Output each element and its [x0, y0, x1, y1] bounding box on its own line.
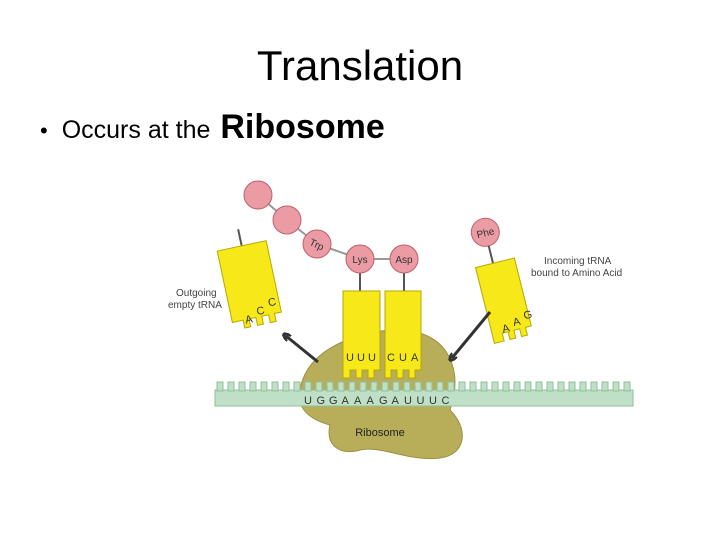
amino-acid-label: Asp [395, 255, 413, 266]
mrna-tooth [612, 381, 620, 392]
mrna-base: G [379, 395, 388, 407]
trna-asp: Asp C U A [384, 244, 422, 379]
mrna-tooth [293, 381, 301, 392]
anticodon-base: U [368, 352, 376, 364]
mrna-tooth [502, 381, 510, 392]
mrna-tooth [249, 381, 257, 392]
mrna-base: U [417, 395, 425, 407]
amino-acid-lys [345, 244, 375, 274]
bullet-point: • Occurs at the Ribosome [40, 108, 385, 147]
mrna-tooth [447, 381, 455, 392]
mrna-tooth [216, 381, 224, 392]
anticodon-base: G [522, 309, 533, 323]
mrna-tooth [359, 381, 367, 392]
mrna-base: C [442, 395, 450, 407]
mrna-base: U [429, 395, 437, 407]
anticodon-base: U [399, 352, 407, 364]
mrna-base: A [354, 395, 362, 407]
mrna-tooth [370, 381, 378, 392]
outgoing-trna: A C C [216, 229, 282, 329]
bullet-marker: • [40, 118, 48, 143]
mrna-tooth [568, 381, 576, 392]
mrna-tooth [414, 381, 422, 392]
amino-acid [243, 180, 273, 210]
bullet-text: Occurs at the [61, 116, 211, 144]
outgoing-label-line1: Outgoing [176, 288, 217, 299]
mrna-tooth [425, 381, 433, 392]
incoming-label-line2: bound to Amino Acid [531, 268, 622, 279]
mrna-base: A [342, 395, 350, 407]
anticodon-base: A [244, 313, 254, 326]
mrna-tooth [535, 381, 543, 392]
polypeptide-chain: Trp [243, 180, 404, 260]
ribosome-label: Ribosome [355, 427, 405, 439]
amino-acid-trp [302, 229, 332, 259]
mrna-tooth [491, 381, 499, 392]
mrna-base: G [317, 395, 326, 407]
mrna-teeth [216, 381, 631, 392]
mrna-tooth [392, 381, 400, 392]
mrna-base: G [329, 395, 338, 407]
mrna-tooth [579, 381, 587, 392]
amino-acid-label: Lys [352, 255, 367, 266]
anticodon-base: C [267, 296, 277, 309]
anticodon-base: C [256, 305, 266, 318]
mrna-tooth [271, 381, 279, 392]
slide-title: Translation [256, 42, 464, 89]
bullet-emphasis: Ribosome [220, 108, 385, 146]
mrna-tooth [304, 381, 312, 392]
trna-stem [237, 229, 243, 247]
trna-body [474, 257, 532, 344]
amino-acid-label: Phe [476, 226, 496, 241]
incoming-arrow [452, 311, 492, 358]
mrna-tooth [590, 381, 598, 392]
anticodon-base: A [411, 352, 419, 364]
trna-body [216, 240, 282, 329]
amino-acid-phe [470, 217, 500, 247]
amino-acid [272, 205, 302, 235]
anticodon-base: U [357, 352, 365, 364]
mrna-tooth [601, 381, 609, 392]
incoming-label-line1: Incoming tRNA [544, 256, 612, 267]
mrna-tooth [524, 381, 532, 392]
mrna-tooth [238, 381, 246, 392]
mrna-tooth [458, 381, 466, 392]
outgoing-arrow [286, 336, 319, 364]
anticodon-base: A [501, 322, 512, 336]
trna-body [342, 290, 381, 379]
trna-body [384, 290, 422, 379]
mrna-tooth [623, 381, 631, 392]
mrna-tooth [337, 381, 345, 392]
anticodon-base: A [512, 315, 523, 329]
mrna-base: U [404, 395, 412, 407]
outgoing-label-line2: empty tRNA [168, 300, 222, 311]
mrna-base: A [392, 395, 400, 407]
mrna-tooth [227, 381, 235, 392]
trna-stem [487, 245, 495, 264]
mrna-tooth [480, 381, 488, 392]
incoming-trna: Phe A A G [470, 217, 534, 344]
mrna-tooth [546, 381, 554, 392]
anticodon-base: U [346, 352, 354, 364]
mrna-tooth [469, 381, 477, 392]
mrna-tooth [381, 381, 389, 392]
mrna-tooth [315, 381, 323, 392]
amino-acid-asp [389, 244, 419, 274]
trna-lys: Lys U U U [342, 244, 381, 379]
mrna-tooth [436, 381, 444, 392]
mrna-tooth [557, 381, 565, 392]
mrna-tooth [348, 381, 356, 392]
mrna-tooth [282, 381, 290, 392]
anticodon-base: C [387, 352, 395, 364]
mrna-base: U [304, 395, 312, 407]
mrna-tooth [260, 381, 268, 392]
mrna-tooth [326, 381, 334, 392]
mrna-base: A [367, 395, 375, 407]
mrna-tooth [513, 381, 521, 392]
mrna-tooth [403, 381, 411, 392]
